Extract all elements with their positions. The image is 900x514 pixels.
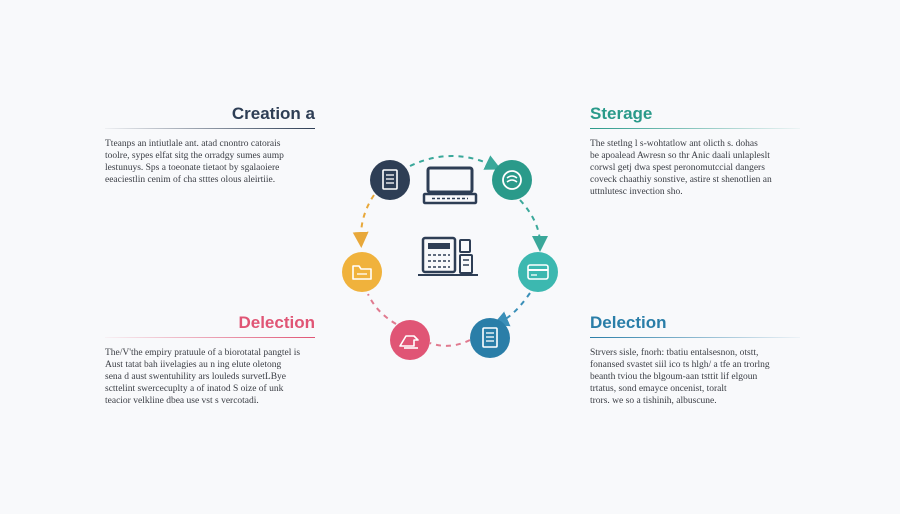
deletion-right-divider bbox=[590, 337, 800, 338]
server-icon bbox=[418, 236, 478, 276]
deletion-left-line: Aust tatat bah iivelagies au n ing elute… bbox=[105, 360, 282, 370]
arrow-document-to-folder bbox=[352, 194, 375, 248]
arrow-file-to-delete bbox=[429, 339, 471, 347]
deletion-right-line: trtatus, sond emayce oncenist, toralt bbox=[590, 384, 727, 394]
deletion-left-line: scttelint swercecuplty a of inatod S oiz… bbox=[105, 384, 284, 394]
creation-line: Tteanps an intiutlale ant. atad cnontro … bbox=[105, 139, 281, 149]
creation-text: Tteanps an intiutlale ant. atad cnontro … bbox=[105, 138, 315, 186]
creation-divider bbox=[105, 128, 315, 129]
storage-panel: Sterage The stetlng l s-wohtatlow ant ol… bbox=[590, 104, 800, 198]
deletion-left-line: teacior velkline dbea use vst s vercotad… bbox=[105, 396, 259, 406]
deletion-left-panel: Delection The/V'the empiry pratuule of a… bbox=[105, 313, 315, 407]
node-storage bbox=[492, 160, 532, 200]
deletion-left-line: The/V'the empiry pratuule of a biorotata… bbox=[105, 348, 301, 358]
storage-line: The stetlng l s-wohtatlow ant olicth s. … bbox=[590, 139, 758, 149]
deletion-right-panel: Delection Strvers sisle, fnorh: tbatiu e… bbox=[590, 313, 800, 407]
deletion-right-text: Strvers sisle, fnorh: tbatiu entalsesnon… bbox=[590, 347, 800, 407]
deletion-left-title: Delection bbox=[238, 313, 315, 332]
storage-text: The stetlng l s-wohtatlow ant olicth s. … bbox=[590, 138, 800, 198]
node-card bbox=[518, 252, 558, 292]
node-delete bbox=[390, 320, 430, 360]
computer-icon bbox=[422, 166, 478, 205]
deletion-right-title: Delection bbox=[590, 313, 667, 332]
hand-icon bbox=[399, 335, 419, 349]
deletion-right-line: Strvers sisle, fnorh: tbatiu entalsesnon… bbox=[590, 348, 759, 358]
deletion-left-text: The/V'the empiry pratuule of a biorotata… bbox=[105, 347, 315, 407]
deletion-right-line: fonansed svastet siil ico ts hlgh/ a tfe… bbox=[590, 360, 770, 370]
folder-icon bbox=[352, 265, 372, 280]
arrow-storage-to-card bbox=[519, 199, 548, 252]
creation-panel: Creation a Tteanps an intiutlale ant. at… bbox=[105, 104, 315, 186]
storage-line: corwsl getj dwa spest peronomutccial dan… bbox=[590, 163, 765, 173]
creation-line: eeaciestlin cenim of cha stttes olous al… bbox=[105, 175, 276, 185]
storage-line: uttnlutesc invection sho. bbox=[590, 187, 683, 197]
deletion-left-divider bbox=[105, 337, 315, 338]
storage-icon bbox=[502, 170, 522, 190]
deletion-right-line: trors. we so a tishinih, albuscune. bbox=[590, 396, 717, 406]
storage-line: coveck chaathiy sonstive, astire st shen… bbox=[590, 175, 772, 185]
file-icon bbox=[482, 327, 498, 348]
node-file bbox=[470, 318, 510, 358]
storage-divider bbox=[590, 128, 800, 129]
node-folder bbox=[342, 252, 382, 292]
deletion-right-line: beanth tviou the blgoum-aan tsttit lif e… bbox=[590, 372, 758, 382]
node-document bbox=[370, 160, 410, 200]
arrow-document-to-storage bbox=[409, 155, 502, 170]
storage-line: be apoalead Awresn so thr Anic daali unl… bbox=[590, 151, 770, 161]
document-icon bbox=[382, 169, 398, 190]
deletion-left-line: sena d aust swentuhility ars louleds sur… bbox=[105, 372, 286, 382]
creation-line: toolre, sypes elfat sitg the orradgy sum… bbox=[105, 151, 284, 161]
creation-title: Creation a bbox=[231, 104, 315, 123]
arrow-delete-to-folder bbox=[367, 293, 397, 325]
storage-title: Sterage bbox=[590, 104, 653, 123]
creation-line: lestunuys. Sps a toeonate tietaot by sga… bbox=[105, 163, 280, 173]
arrow-card-to-file bbox=[492, 292, 531, 327]
card-icon bbox=[527, 264, 549, 280]
